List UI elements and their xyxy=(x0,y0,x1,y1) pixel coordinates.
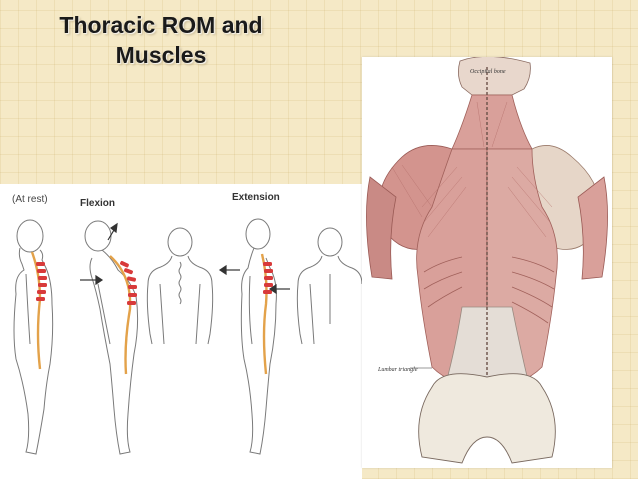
slide-title: Thoracic ROM and Muscles xyxy=(16,10,306,70)
title-line-1: Thoracic ROM and xyxy=(59,12,263,38)
extension-label: Extension xyxy=(232,192,280,203)
posture-illustration: (At rest) Flexion Extension xyxy=(12,192,362,455)
rest-figure xyxy=(13,219,54,455)
back-spine-marks xyxy=(178,261,182,305)
left-arm xyxy=(366,176,397,280)
rib-lines xyxy=(423,256,555,324)
muscle-fibers xyxy=(391,101,553,238)
occipital-region xyxy=(458,57,531,96)
flexion-spine xyxy=(109,255,132,375)
thoracic-rom-figure: (At rest) Flexion Extension xyxy=(0,184,362,479)
lumbar-triangle-label: Lumbar triangle xyxy=(377,367,418,373)
at-rest-label: (At rest) xyxy=(12,194,48,205)
back-view-figure-1 xyxy=(146,227,214,345)
motion-arrows xyxy=(80,222,290,295)
occipital-label: Occipital bone xyxy=(470,69,506,75)
right-arm xyxy=(577,176,608,280)
back-view-figure-2 xyxy=(296,227,362,345)
back-muscles-illustration: Occipital bone Lumbar triangle xyxy=(366,57,608,464)
pelvis xyxy=(418,373,556,464)
trapezius-upper xyxy=(451,94,533,150)
extension-figure xyxy=(240,218,277,455)
vertebrae xyxy=(36,260,273,305)
title-line-2: Muscles xyxy=(115,42,207,68)
back-muscles-figure: Occipital bone Lumbar triangle xyxy=(362,57,612,468)
flexion-label: Flexion xyxy=(80,198,115,209)
